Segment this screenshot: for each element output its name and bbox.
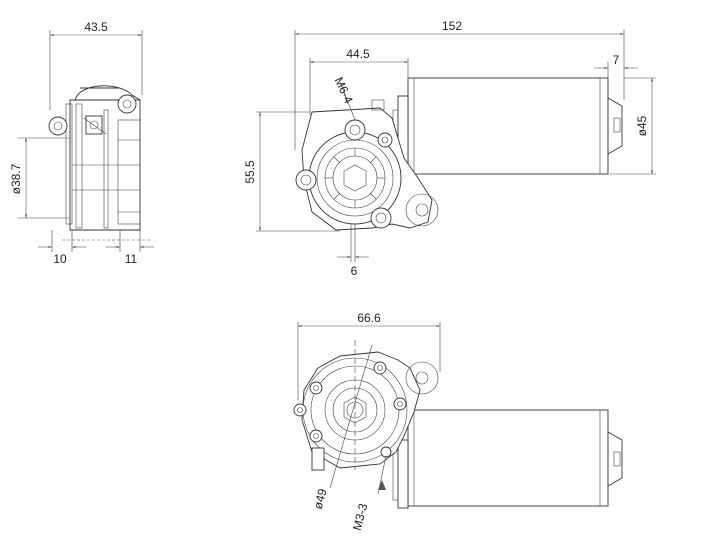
- dim-back-width: 66.6: [357, 311, 381, 325]
- dim-front-mount-length: 44.5: [346, 47, 370, 61]
- dim-front-height: 55.5: [243, 160, 257, 184]
- back-view: 66.6 ø49 M3-3: [293, 311, 623, 532]
- dim-side-diameter: ø38.7: [9, 163, 23, 194]
- dim-side-width: 43.5: [84, 20, 108, 34]
- dim-front-shaft: 6: [351, 264, 358, 278]
- label-back-thread: M3-3: [350, 502, 371, 532]
- side-view: 43.5 ø38.7 10 11: [9, 20, 154, 266]
- dim-side-left-offset: 10: [53, 252, 67, 266]
- front-view: 152 44.5 M6-4 7 ø45 55.5 6: [243, 19, 656, 278]
- dim-back-diameter: ø49: [311, 487, 330, 511]
- dim-front-end-length: 7: [613, 53, 620, 67]
- dim-front-motor-diameter: ø45: [635, 115, 649, 136]
- label-front-thread: M6-4: [332, 75, 356, 106]
- dim-side-right-offset: 11: [125, 252, 138, 266]
- dim-front-total-length: 152: [442, 19, 462, 33]
